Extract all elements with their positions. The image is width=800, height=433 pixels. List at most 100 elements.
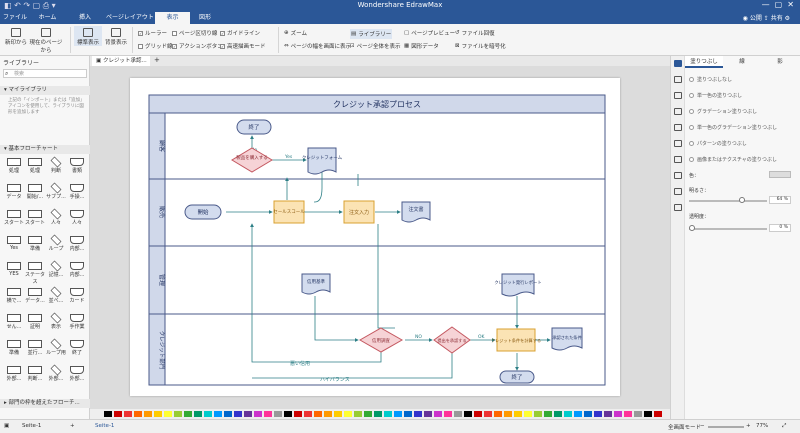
library-shape[interactable]: カード — [67, 286, 87, 306]
color-swatch[interactable] — [564, 411, 572, 417]
color-swatch[interactable] — [594, 411, 602, 417]
tab-fill[interactable]: 塗りつぶし — [685, 56, 723, 68]
library-shape[interactable]: 証明 — [25, 312, 45, 332]
color-swatch[interactable] — [214, 411, 222, 417]
color-swatch[interactable] — [494, 411, 502, 417]
color-swatch[interactable] — [414, 411, 422, 417]
library-button[interactable]: ▤ライブラリー — [350, 29, 393, 39]
color-swatch[interactable] — [324, 411, 332, 417]
fast-render-checkbox[interactable]: ✓高速描画モード — [220, 43, 266, 50]
library-shape[interactable]: 人々 — [67, 208, 87, 228]
color-swatch[interactable] — [164, 411, 172, 417]
library-shape[interactable]: 外部... — [67, 364, 87, 384]
color-swatch[interactable] — [374, 411, 382, 417]
node-credit-form-document[interactable] — [307, 147, 337, 175]
color-swatch[interactable] — [274, 411, 282, 417]
node-end2-terminator[interactable] — [499, 370, 535, 384]
library-shape[interactable]: ループ — [46, 234, 66, 254]
node-approved-terms-doc[interactable] — [551, 327, 583, 351]
library-shape[interactable]: 表示 — [46, 312, 66, 332]
fill-option[interactable]: 画像またはテクスチャの塗りつぶし — [689, 156, 777, 163]
library-shape[interactable]: 手操... — [67, 182, 87, 202]
fill-icon[interactable] — [674, 60, 682, 67]
fill-option[interactable]: 単一色のグラデーション塗りつぶし — [689, 124, 777, 131]
transparency-slider[interactable] — [689, 228, 767, 230]
canvas[interactable]: クレジット承認プロセス 顧客 販売 管理 クレジット部門 — [90, 66, 670, 409]
library-shape[interactable]: ステータス — [25, 260, 45, 285]
library-shape[interactable]: 並べ... — [46, 286, 66, 306]
color-swatch[interactable] — [394, 411, 402, 417]
color-swatch[interactable] — [634, 411, 642, 417]
library-shape[interactable]: 判断... — [25, 364, 45, 384]
color-swatch[interactable] — [114, 411, 122, 417]
fullscreen-button[interactable]: 全画面モード — [668, 425, 702, 431]
node-order-doc[interactable] — [401, 201, 431, 223]
library-shape[interactable]: 内部... — [67, 234, 87, 254]
color-swatch[interactable] — [154, 411, 162, 417]
fill-option[interactable]: 塗りつぶしなし — [689, 76, 732, 83]
node-credit-criteria-doc[interactable] — [301, 273, 331, 295]
color-swatch[interactable] — [604, 411, 612, 417]
page-icon[interactable] — [674, 124, 682, 131]
page-tab[interactable]: Seite-1 — [95, 423, 115, 429]
transparency-input[interactable]: 0 % — [769, 224, 791, 232]
fit-page-icon[interactable]: ⤢ — [782, 423, 787, 429]
color-swatch[interactable] — [534, 411, 542, 417]
color-swatch[interactable] — [384, 411, 392, 417]
search-input[interactable]: 検索 — [3, 69, 87, 78]
color-swatch[interactable] — [134, 411, 142, 417]
file-recovery-button[interactable]: ↺ファイル回復 — [455, 30, 495, 37]
tab-page-layout[interactable]: ページレイアウト — [106, 14, 154, 21]
library-shape[interactable]: 終了 — [67, 338, 87, 358]
color-swatch[interactable] — [144, 411, 152, 417]
library-shape[interactable]: YES — [4, 260, 24, 280]
brightness-slider[interactable] — [689, 200, 767, 202]
tab-insert[interactable]: 挿入 — [78, 14, 91, 21]
node-sales-call-process[interactable] — [273, 200, 305, 224]
user-area[interactable]: ◉ 公開 ⇪ 共有 ⚙ — [742, 15, 790, 22]
new-from-button[interactable]: 新印から — [2, 26, 30, 46]
brightness-slider-handle[interactable] — [739, 197, 745, 203]
library-shape[interactable]: 準備 — [4, 338, 24, 358]
color-swatch[interactable] — [404, 411, 412, 417]
zoom-in-icon[interactable]: + — [746, 423, 751, 429]
zoom-slider[interactable] — [708, 426, 744, 428]
publish-button[interactable]: 公開 — [749, 15, 762, 22]
full-page-button[interactable]: ⊡ページ全体を表示 — [350, 43, 401, 50]
color-swatch[interactable] — [314, 411, 322, 417]
color-swatch[interactable] — [244, 411, 252, 417]
color-swatch[interactable] — [304, 411, 312, 417]
library-shape[interactable]: 開始/... — [25, 182, 45, 202]
grid-checkbox[interactable]: グリッド線 — [138, 42, 173, 50]
color-swatch[interactable] — [484, 411, 492, 417]
node-end-terminator[interactable] — [236, 119, 272, 135]
color-swatch[interactable] — [204, 411, 212, 417]
node-credit-review-decision[interactable] — [358, 327, 404, 353]
share-button[interactable]: 共有 — [770, 15, 783, 22]
color-swatch[interactable] — [264, 411, 272, 417]
color-swatch[interactable] — [344, 411, 352, 417]
fill-option[interactable]: パターンの塗りつぶし — [689, 140, 747, 147]
color-swatch[interactable] — [224, 411, 232, 417]
shape-data-button[interactable]: ▦図形データ — [404, 43, 439, 50]
history-icon[interactable] — [674, 188, 682, 195]
color-picker[interactable] — [769, 171, 791, 178]
page-nav-icon[interactable]: ▣ — [4, 423, 10, 429]
library-shape[interactable]: 内部... — [67, 260, 87, 280]
pagebreak-checkbox[interactable]: ページ区切り線 — [172, 29, 217, 37]
color-swatch[interactable] — [654, 411, 662, 417]
color-swatch[interactable] — [504, 411, 512, 417]
node-purchase-decision[interactable] — [231, 147, 273, 173]
color-swatch[interactable] — [624, 411, 632, 417]
zoom-out-icon[interactable]: − — [700, 423, 705, 429]
color-swatch[interactable] — [584, 411, 592, 417]
color-swatch[interactable] — [194, 411, 202, 417]
guide-checkbox[interactable]: ✓ガイドライン — [220, 30, 261, 37]
color-swatch[interactable] — [454, 411, 462, 417]
library-shape[interactable]: データ... — [25, 286, 45, 306]
color-palette[interactable] — [90, 409, 670, 419]
expand-icon[interactable] — [674, 172, 682, 179]
library-shape[interactable]: 横で... — [4, 286, 24, 306]
color-swatch[interactable] — [434, 411, 442, 417]
library-shape[interactable]: 人々 — [46, 208, 66, 228]
